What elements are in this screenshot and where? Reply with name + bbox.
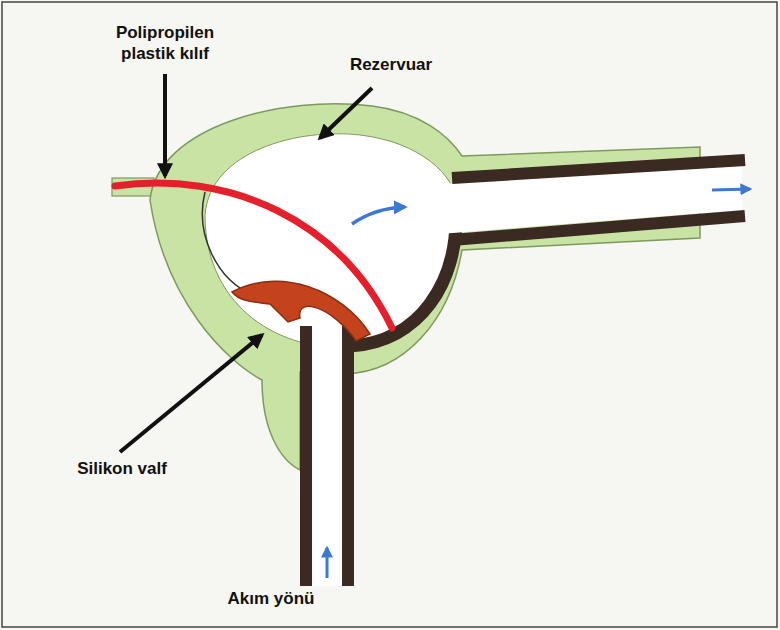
leader-arrow <box>163 74 167 176</box>
part-label: Rezervuar <box>326 54 456 75</box>
valve-edge-line <box>202 192 255 296</box>
reservoir-cavity <box>205 134 458 348</box>
flow-arrow <box>712 189 750 190</box>
polypropylene-sheath <box>115 183 392 328</box>
label-holder: Polipropilen plastik kılıf <box>95 22 235 64</box>
leader-arrow <box>120 335 262 452</box>
label-holder: Silikon valf <box>52 458 192 479</box>
part-label: Silikon valf <box>52 458 192 479</box>
outlet-wall <box>452 160 745 178</box>
label-holder: Rezervuar <box>326 54 456 75</box>
silicone-valve <box>232 281 370 341</box>
inlet-channel <box>312 326 342 586</box>
reservoir-body <box>150 104 700 470</box>
part-label: Polipropilen plastik kılıf <box>95 22 235 64</box>
inlet-tube <box>300 326 354 586</box>
label-holder: Akım yönü <box>206 588 336 609</box>
leader-arrow <box>320 88 372 138</box>
outlet-wall <box>452 216 745 240</box>
flow-arrow <box>326 548 329 578</box>
part-label: Akım yönü <box>206 588 336 609</box>
flow-arrow <box>352 207 405 224</box>
